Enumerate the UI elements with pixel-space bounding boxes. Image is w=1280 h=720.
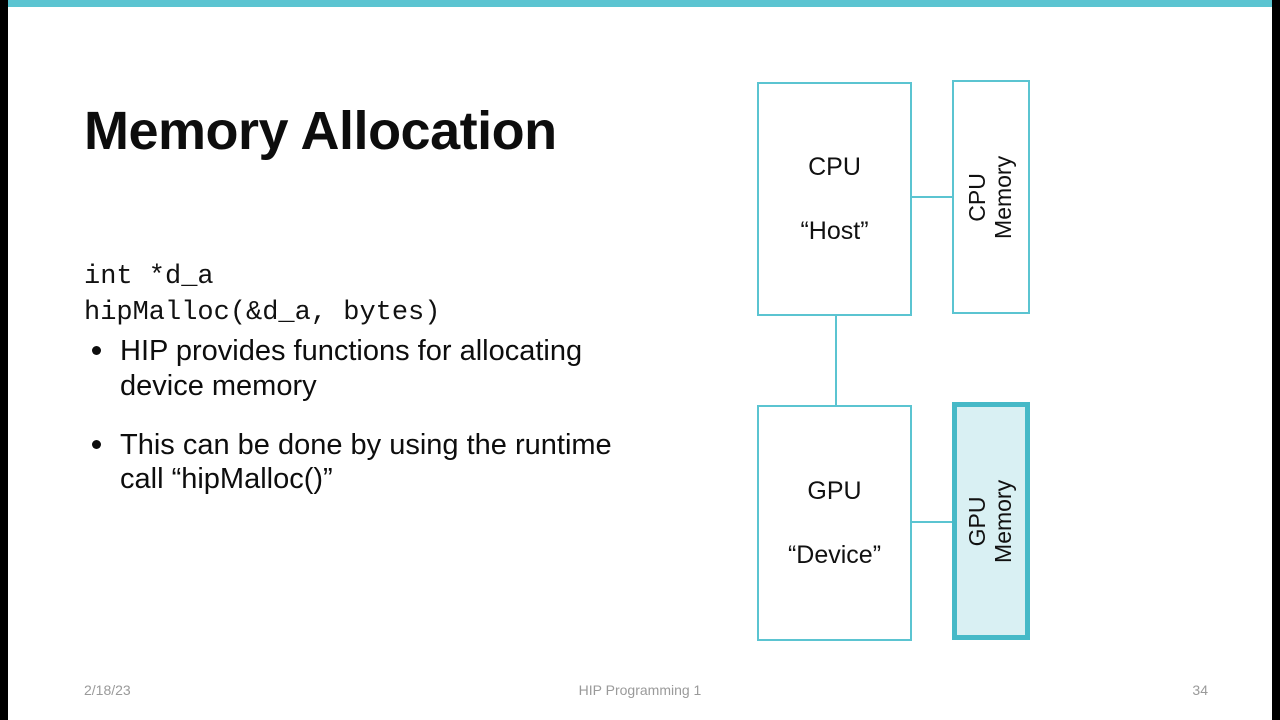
diagram-box-gpu-memory: GPU Memory (952, 402, 1030, 640)
gpu-memory-label: GPU Memory (965, 479, 1018, 562)
gpu-memory-label-line1: GPU (964, 496, 991, 546)
page-title: Memory Allocation (84, 101, 557, 162)
footer-deck-title: HIP Programming 1 (578, 682, 702, 698)
slide-canvas: Memory Allocation int *d_a hipMalloc(&d_… (8, 0, 1272, 720)
letterbox-left-edge (0, 0, 8, 720)
list-item: This can be done by using the runtime ca… (84, 428, 644, 498)
cpu-memory-label: CPU Memory (965, 155, 1018, 238)
slide-footer: 2/18/23 HIP Programming 1 34 (8, 682, 1272, 702)
bullet-list: HIP provides functions for allocating de… (84, 334, 644, 521)
cpu-host-label: “Host” (800, 217, 869, 245)
cpu-memory-label-line1: CPU (964, 172, 991, 222)
top-accent-bar (8, 0, 1272, 7)
bullet-dot-icon (92, 439, 101, 449)
connector-cpu-to-gpu (835, 314, 837, 407)
bullet-text: This can be done by using the runtime ca… (120, 428, 612, 496)
connector-cpu-to-cpu-memory (910, 196, 954, 198)
gpu-label: GPU (807, 477, 862, 505)
gpu-device-label: “Device” (787, 541, 882, 569)
gpu-memory-label-line2: Memory (991, 479, 1017, 563)
cpu-label: CPU (808, 153, 861, 181)
memory-architecture-diagram: CPU “Host” CPU Memory GPU “Device” GPU M… (8, 0, 1272, 720)
list-item: HIP provides functions for allocating de… (84, 334, 644, 404)
diagram-box-cpu: CPU “Host” (757, 82, 912, 316)
diagram-box-cpu-memory: CPU Memory (952, 80, 1030, 314)
cpu-memory-label-line2: Memory (991, 155, 1017, 239)
connector-gpu-to-gpu-memory (910, 521, 954, 523)
bullet-text: HIP provides functions for allocating de… (120, 335, 583, 402)
footer-date: 2/18/23 (84, 682, 131, 698)
letterbox-right-edge (1272, 0, 1280, 720)
footer-page-number: 34 (1192, 682, 1208, 698)
bullet-dot-icon (92, 346, 101, 355)
code-snippet: int *d_a hipMalloc(&d_a, bytes) (84, 262, 441, 329)
diagram-box-gpu: GPU “Device” (757, 405, 912, 641)
